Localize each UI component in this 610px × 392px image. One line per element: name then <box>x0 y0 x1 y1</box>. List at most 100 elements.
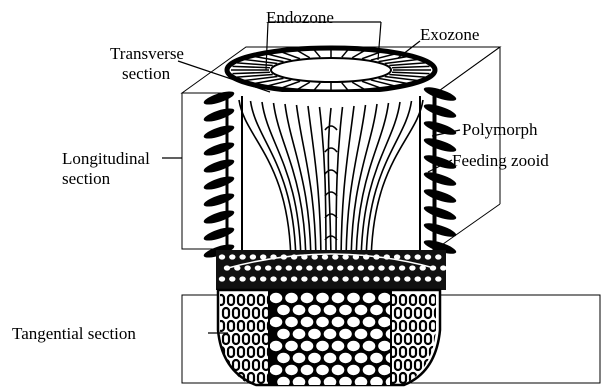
tangential-opening <box>285 293 298 303</box>
band-opening <box>342 276 348 281</box>
label-transverse-line1: Transverse <box>110 44 184 63</box>
band-opening <box>260 276 266 281</box>
tangential-opening <box>270 341 283 351</box>
band-opening <box>347 265 353 270</box>
tangential-opening <box>332 365 345 375</box>
tangential-opening <box>378 365 391 375</box>
tangential-opening <box>347 365 360 375</box>
band-opening <box>219 276 225 281</box>
band-opening <box>342 254 348 259</box>
tangential-opening <box>378 317 391 327</box>
label-longitudinal-line2: section <box>62 169 110 188</box>
band-opening <box>322 276 328 281</box>
tangential-opening <box>370 329 383 339</box>
band-opening <box>260 254 266 259</box>
tangential-opening <box>363 293 376 303</box>
band-opening <box>378 265 384 270</box>
band-opening <box>239 254 245 259</box>
label-tangential-section: Tangential section <box>12 324 136 343</box>
band-opening <box>332 276 338 281</box>
band-opening <box>409 265 415 270</box>
tangential-opening <box>293 353 306 363</box>
tangential-opening <box>293 329 306 339</box>
tangential-opening <box>332 341 345 351</box>
tangential-opening <box>347 293 360 303</box>
tangential-opening <box>324 353 337 363</box>
band-opening <box>384 276 390 281</box>
honeycomb-cell <box>228 373 234 383</box>
band-opening <box>281 276 287 281</box>
honeycomb-cell <box>440 347 446 357</box>
band-opening <box>244 265 250 270</box>
band-opening <box>291 276 297 281</box>
band-opening <box>286 265 292 270</box>
band-opening <box>312 276 318 281</box>
band-opening <box>415 254 421 259</box>
honeycomb-cell <box>435 360 441 370</box>
tangential-opening <box>324 329 337 339</box>
band-opening <box>404 254 410 259</box>
band-opening <box>353 276 359 281</box>
tangential-opening <box>363 317 376 327</box>
band-opening <box>404 276 410 281</box>
label-feeding-zooid: Feeding zooid <box>452 151 549 170</box>
tangential-opening <box>270 365 283 375</box>
band-opening <box>317 265 323 270</box>
label-transverse-line2: section <box>122 64 170 83</box>
tangential-opening <box>285 365 298 375</box>
band-opening <box>435 254 441 259</box>
band-opening <box>440 265 446 270</box>
transition-band <box>216 250 446 290</box>
band-opening <box>327 265 333 270</box>
tangential-opening <box>378 293 391 303</box>
band-opening <box>394 276 400 281</box>
band-opening <box>368 265 374 270</box>
band-opening <box>296 265 302 270</box>
tangential-opening <box>301 341 314 351</box>
tangential-opening <box>347 341 360 351</box>
tangential-opening <box>378 341 391 351</box>
label-polymorph: Polymorph <box>462 120 538 139</box>
label-longitudinal-line1: Longitudinal <box>62 149 150 168</box>
tangential-opening <box>277 305 290 315</box>
tangential-opening <box>339 305 352 315</box>
band-opening <box>435 276 441 281</box>
band-opening <box>265 265 271 270</box>
transverse-ring <box>227 48 435 92</box>
tangential-opening <box>285 341 298 351</box>
band-opening <box>301 276 307 281</box>
tangential-opening <box>332 317 345 327</box>
tangential-opening <box>308 305 321 315</box>
band-opening <box>255 265 261 270</box>
tangential-opening <box>332 293 345 303</box>
tangential-opening <box>270 293 283 303</box>
band-opening <box>373 276 379 281</box>
tangential-opening <box>355 329 368 339</box>
band-opening <box>229 254 235 259</box>
tangential-opening <box>277 353 290 363</box>
tangential-opening <box>316 317 329 327</box>
tangential-opening <box>324 305 337 315</box>
honeycomb-cell <box>440 373 446 383</box>
band-opening <box>337 265 343 270</box>
band-opening <box>425 254 431 259</box>
band-opening <box>229 276 235 281</box>
tangential-opening <box>285 317 298 327</box>
tangential-opening <box>316 365 329 375</box>
band-opening <box>363 276 369 281</box>
tangential-opening <box>316 293 329 303</box>
label-exozone: Exozone <box>420 25 479 44</box>
tangential-opening <box>293 305 306 315</box>
label-endozone: Endozone <box>266 8 334 27</box>
band-opening <box>270 276 276 281</box>
tangential-opening <box>363 341 376 351</box>
honeycomb-cell <box>430 373 436 383</box>
tangential-opening <box>316 341 329 351</box>
band-opening <box>358 265 364 270</box>
band-opening <box>389 265 395 270</box>
tangential-opening <box>301 293 314 303</box>
tangential-opening <box>339 329 352 339</box>
band-opening <box>250 276 256 281</box>
tangential-opening <box>339 353 352 363</box>
